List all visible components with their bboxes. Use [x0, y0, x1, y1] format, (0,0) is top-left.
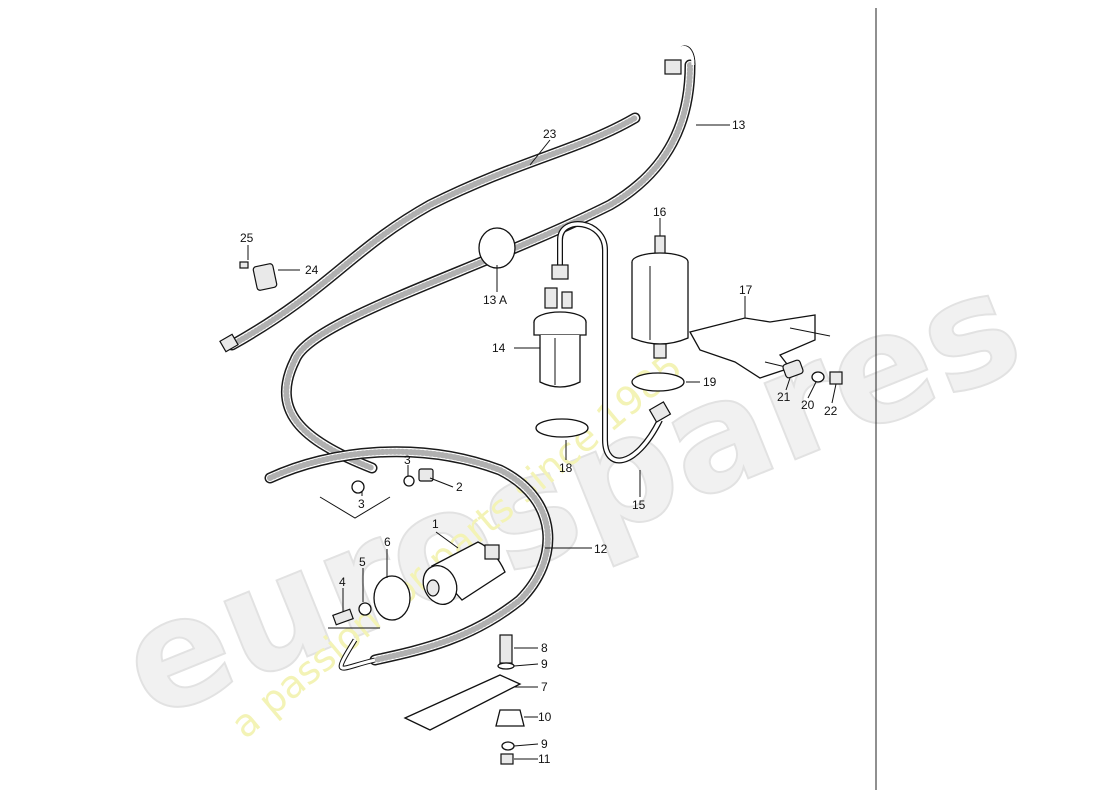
- callout-13: 13: [732, 118, 746, 132]
- callout-2: 2: [456, 480, 463, 494]
- callout-6: 6: [384, 535, 391, 549]
- callout-4: 4: [339, 575, 346, 589]
- callout-19: 19: [703, 375, 717, 389]
- callout-24: 24: [305, 263, 319, 277]
- callout-23: 23: [543, 127, 557, 141]
- fuel-pump-1: [422, 541, 506, 605]
- clamps: [478, 227, 685, 438]
- hose-23: [219, 112, 641, 353]
- callout-3-upper: 3: [404, 453, 411, 467]
- hose-12: [264, 446, 554, 671]
- callout-20: 20: [801, 398, 815, 412]
- callout-17: 17: [739, 283, 753, 297]
- callout-7: 7: [541, 680, 548, 694]
- callout-8: 8: [541, 641, 548, 655]
- callout-25: 25: [240, 231, 254, 245]
- leader-lines: [247, 124, 837, 760]
- callout-5: 5: [359, 555, 366, 569]
- callout-16: 16: [653, 205, 667, 219]
- callout-18: 18: [559, 461, 573, 475]
- fasteners-20-21-22: [782, 359, 843, 385]
- callout-11: 11: [538, 752, 551, 766]
- callout-14: 14: [492, 341, 506, 355]
- callout-1: 1: [432, 517, 439, 531]
- callout-10: 10: [538, 710, 552, 724]
- callout-15: 15: [632, 498, 646, 512]
- callout-9-lower: 9: [541, 737, 548, 751]
- callout-9-upper: 9: [541, 657, 548, 671]
- fuel-filter-16: [631, 235, 689, 359]
- mount-parts: [403, 634, 525, 765]
- clamp-6: [373, 575, 411, 621]
- callout-13a: 13 A: [483, 293, 507, 307]
- callout-21: 21: [777, 390, 791, 404]
- fitting-4-5: [332, 602, 372, 626]
- callout-3-lower: 3: [358, 497, 365, 511]
- bracket-17: [689, 314, 831, 379]
- callout-labels: 1 2 3 3 4 5 6 7 8 9 9 10 11 12 13 13 A 1…: [240, 118, 838, 766]
- fuel-line-15: [551, 221, 672, 464]
- accumulator-14: [533, 287, 587, 388]
- fitting-2-3: [319, 468, 434, 519]
- hose-13: [280, 45, 696, 474]
- clip-24-25: [239, 261, 278, 291]
- callout-22: 22: [824, 404, 838, 418]
- callout-12: 12: [594, 542, 608, 556]
